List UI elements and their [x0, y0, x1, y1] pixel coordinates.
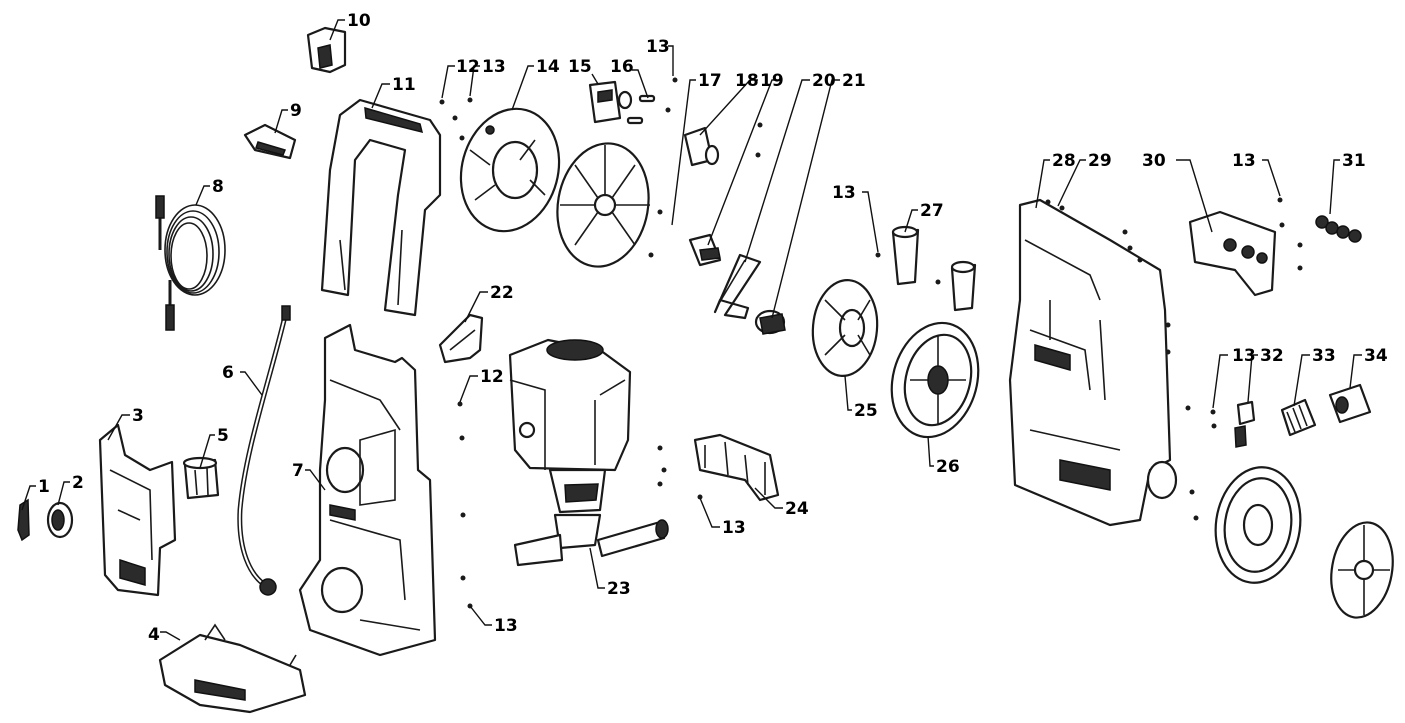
part-23-motor-pump	[508, 338, 669, 567]
leader-lines	[21, 19, 1362, 641]
callout-2: 2	[72, 473, 84, 493]
callout-5: 5	[217, 426, 229, 446]
part-30-panel	[1188, 210, 1277, 297]
callout-17: 17	[698, 71, 722, 91]
callout-13-bottom: 13	[494, 616, 518, 636]
callout-33: 33	[1312, 346, 1336, 366]
callout-14: 14	[536, 57, 560, 77]
callout-28: 28	[1052, 151, 1076, 171]
callout-10: 10	[347, 11, 371, 31]
callout-26: 26	[936, 457, 960, 477]
callout-15: 15	[568, 57, 592, 77]
callout-25: 25	[854, 401, 878, 421]
part-7-main-housing	[298, 323, 437, 657]
part-8-coiled-hose	[155, 195, 226, 331]
callout-11: 11	[392, 75, 416, 95]
part-10-bracket	[306, 26, 347, 74]
callout-labels: 1 2 3 4 5 6 7 8 9 10 11 12 13 14 15 16 1…	[38, 11, 1388, 645]
part-4-base-tray	[158, 623, 307, 714]
callout-27: 27	[920, 201, 944, 221]
callout-31: 31	[1342, 151, 1366, 171]
callout-21: 21	[842, 71, 866, 91]
callout-7: 7	[292, 461, 304, 481]
part-6-hose	[237, 305, 291, 596]
part-15-valve-block	[588, 80, 633, 124]
callout-23: 23	[607, 579, 631, 599]
part-21-knob	[754, 309, 786, 335]
callout-13-spool: 13	[832, 183, 856, 203]
callout-34: 34	[1364, 346, 1388, 366]
reel-disc-front	[556, 142, 650, 268]
part-31-washers	[1315, 215, 1362, 243]
hubcap	[1330, 521, 1394, 619]
part-27-spools	[891, 225, 977, 312]
part-20-crank	[713, 253, 762, 320]
callout-13-panel: 13	[1232, 151, 1256, 171]
part-18-bracket	[683, 126, 720, 167]
callout-1: 1	[38, 477, 50, 497]
callout-4: 4	[148, 625, 160, 645]
part-19-shaft	[688, 233, 722, 267]
part-26-wheel	[890, 321, 980, 439]
part-24-bracket	[693, 433, 780, 502]
part-1-clip	[17, 498, 30, 542]
callout-13-switch: 13	[1232, 346, 1256, 366]
callout-20: 20	[812, 71, 836, 91]
callout-13-pump: 13	[722, 518, 746, 538]
part-32-switch	[1234, 400, 1256, 448]
callout-19: 19	[760, 71, 784, 91]
part-14-reel-disc	[459, 107, 561, 233]
callout-9: 9	[290, 101, 302, 121]
rear-wheel	[1214, 466, 1302, 584]
callout-8: 8	[212, 177, 224, 197]
callout-13-top: 13	[482, 57, 506, 77]
callout-24: 24	[785, 499, 809, 519]
part-25-reel-hub	[811, 279, 879, 377]
part-22-clip	[438, 313, 484, 364]
part-2-cap	[46, 501, 74, 539]
callout-30: 30	[1142, 151, 1166, 171]
callout-16: 16	[610, 57, 634, 77]
callout-3: 3	[132, 406, 144, 426]
callout-6: 6	[222, 363, 234, 383]
part-34-coupler	[1328, 383, 1372, 424]
callout-22: 22	[490, 283, 514, 303]
callout-18: 18	[735, 71, 759, 91]
part-9-holder	[243, 123, 297, 160]
part-11-handle	[320, 98, 442, 317]
rear-frame	[1008, 198, 1178, 527]
part-33-connector	[1280, 398, 1317, 437]
callout-12-top: 12	[456, 57, 480, 77]
callout-29: 29	[1088, 151, 1112, 171]
callout-32: 32	[1260, 346, 1284, 366]
part-3-side-cover	[98, 423, 177, 597]
callout-12-mid: 12	[480, 367, 504, 387]
callout-13-reel: 13	[646, 37, 670, 57]
